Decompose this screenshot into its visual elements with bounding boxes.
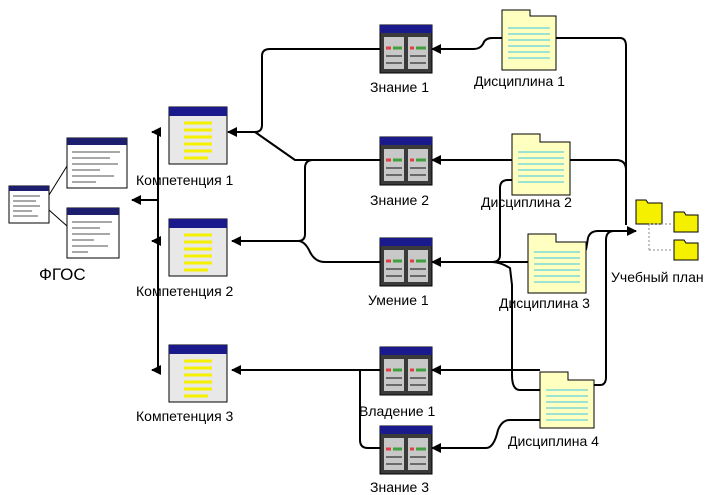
possession-node-1[interactable]: Владение 1 xyxy=(359,346,435,419)
curriculum-discipline1-connector xyxy=(556,37,627,225)
fgos-doc-upper-icon xyxy=(66,137,128,189)
competency-window-icon xyxy=(168,344,228,403)
competency-window-icon xyxy=(168,218,228,277)
discipline-folder-icon xyxy=(501,9,557,71)
curriculum-label: Учебный план xyxy=(611,269,704,285)
discipline-node-3[interactable]: Дисциплина 3 xyxy=(499,233,590,311)
discipline2-skill1-connector xyxy=(491,179,512,263)
knowledge-label: Знание 3 xyxy=(370,479,429,495)
discipline1-knowledge1-connector xyxy=(431,37,502,54)
discipline-folder-icon xyxy=(511,133,571,196)
discipline-folder-icon xyxy=(527,233,587,294)
connectors xyxy=(131,37,637,453)
knowledge-node-3[interactable]: Знание 3 xyxy=(370,425,433,495)
competency-label: Компетенция 2 xyxy=(136,283,234,299)
knowledge-app-icon xyxy=(379,136,433,186)
knowledge-node-2[interactable]: Знание 2 xyxy=(370,136,433,208)
fgos-node[interactable]: ФГОС xyxy=(8,137,128,284)
skill-app-icon xyxy=(379,237,433,287)
possession-app-icon xyxy=(379,346,433,396)
knowledge-label: Знание 2 xyxy=(370,192,429,208)
discipline-label: Дисциплина 4 xyxy=(508,433,599,449)
competency-node-2[interactable]: Компетенция 2 xyxy=(136,218,234,299)
skill-label: Умение 1 xyxy=(368,292,429,308)
fgos-main-doc-icon xyxy=(8,185,50,224)
discipline-node-1[interactable]: Дисциплина 1 xyxy=(474,9,565,89)
fgos-doc-lower-icon xyxy=(66,207,120,259)
discipline-label: Дисциплина 1 xyxy=(474,73,565,89)
competency-label: Компетенция 1 xyxy=(136,172,234,188)
competency-label: Компетенция 3 xyxy=(136,408,234,424)
discipline-folder-icon xyxy=(539,371,595,429)
curriculum-discipline3-connector xyxy=(585,230,634,251)
fgos-upper-connector xyxy=(48,165,68,196)
fgos-lower-connector xyxy=(48,209,68,227)
knowledge-node-1[interactable]: Знание 1 xyxy=(370,24,433,95)
discipline3-possession1-connector xyxy=(491,261,540,391)
curriculum-discipline2-connector xyxy=(570,159,627,171)
discipline4-knowledge3-connector xyxy=(431,419,540,453)
knowledge-app-icon xyxy=(379,24,433,74)
curriculum-node[interactable]: Учебный план xyxy=(611,199,704,285)
curriculum-discipline4-connector xyxy=(594,226,637,386)
discipline-node-2[interactable]: Дисциплина 2 xyxy=(481,133,572,210)
competency-node-3[interactable]: Компетенция 3 xyxy=(136,344,234,424)
competency2-knowledge2-connector xyxy=(231,159,314,246)
skill-node-1[interactable]: Умение 1 xyxy=(368,237,433,308)
fgos-label: ФГОС xyxy=(39,265,86,284)
curriculum-folder-tree-icon xyxy=(635,199,699,261)
competency3-knowledge3-connector xyxy=(359,370,380,449)
knowledge-app-icon xyxy=(379,425,433,475)
competency-node-1[interactable]: Компетенция 1 xyxy=(136,106,234,188)
competency2-skill1-connector xyxy=(297,240,380,263)
discipline-node-4[interactable]: Дисциплина 4 xyxy=(508,371,599,449)
discipline-label: Дисциплина 3 xyxy=(499,295,590,311)
competency1-knowledge2-connector xyxy=(254,131,380,161)
discipline-label: Дисциплина 2 xyxy=(481,194,572,210)
knowledge-label: Знание 1 xyxy=(370,79,429,95)
competency-window-icon xyxy=(168,106,228,165)
possession-label: Владение 1 xyxy=(359,403,435,419)
competency1-knowledge1-connector xyxy=(227,48,380,137)
